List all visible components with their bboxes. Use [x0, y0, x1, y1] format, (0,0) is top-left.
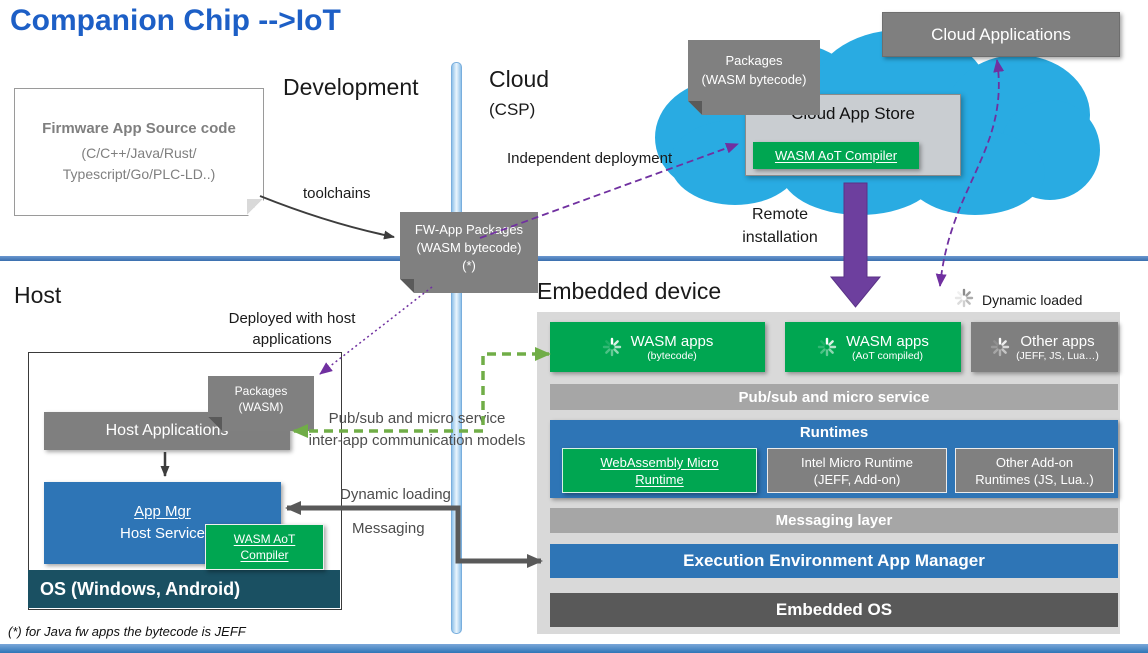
messaging-layer-bar: Messaging layer [550, 508, 1118, 533]
embedded-os-label: Embedded OS [775, 600, 893, 619]
wasm-apps-aot-title: WASM apps [846, 332, 929, 350]
host-os-label: OS (Windows, Android) [40, 578, 241, 599]
independent-deployment-label: Independent deployment [507, 150, 673, 167]
other-runtime-line1: Other Add-on [995, 454, 1074, 470]
fw-packages-line1: FW-App Packages [414, 222, 524, 237]
intel-micro-runtime-box: Intel Micro Runtime (JEFF, Add-on) [767, 448, 947, 493]
other-runtime-line2: Runtimes (JS, Lua..) [975, 471, 1094, 487]
fw-packages-line2: (WASM bytecode) [416, 240, 522, 255]
wamr-line2: Runtime [635, 471, 684, 487]
spinner-icon [954, 288, 974, 308]
intel-runtime-line2: (JEFF, Add-on) [813, 471, 901, 487]
spinner-icon [817, 337, 837, 357]
page-title: Companion Chip -->IoT [10, 4, 341, 37]
cloud-applications-label: Cloud Applications [931, 24, 1071, 44]
section-label-cloud: Cloud [489, 66, 550, 92]
host-packages-note: Packages (WASM) [208, 376, 314, 431]
other-apps-box: Other apps (JEFF, JS, Lua…) [971, 322, 1118, 372]
cloud-wasm-aot-compiler-box: WASM AoT Compiler [753, 142, 919, 169]
cloud-packages-line2: (WASM bytecode) [701, 72, 807, 87]
cloud-packages-note: Packages (WASM bytecode) [688, 40, 820, 115]
firmware-source-line2: (C/C++/Java/Rust/ [81, 144, 197, 161]
other-apps-title: Other apps [1020, 332, 1095, 350]
webassembly-micro-runtime-box: WebAssembly Micro Runtime [562, 448, 757, 493]
firmware-source-title: Firmware App Source code [42, 119, 236, 137]
host-compiler-line2: Compiler [240, 548, 289, 562]
cloud-wasm-aot-compiler-label: WASM AoT Compiler [774, 148, 898, 163]
host-applications-label: Host Applications [105, 422, 229, 439]
dynamic-loading-label: Dynamic loading [340, 486, 451, 503]
bottom-border-bar [0, 644, 1148, 653]
pubsub-service-bar: Pub/sub and micro service [550, 384, 1118, 410]
firmware-source-box: Firmware App Source code (C/C++/Java/Rus… [14, 88, 264, 216]
wasm-apps-bytecode-subtitle: (bytecode) [647, 349, 697, 362]
wasm-apps-bytecode-box: WASM apps (bytecode) [550, 322, 765, 372]
runtimes-title: Runtimes [799, 424, 869, 441]
section-label-host: Host [14, 282, 62, 308]
firmware-source-line3: Typescript/Go/PLC-LD..) [62, 165, 216, 182]
wasm-apps-bytecode-title: WASM apps [630, 332, 714, 350]
host-packages-line2: (WASM) [238, 400, 284, 414]
deployed-with-host-label: Deployed with host applications [212, 308, 372, 350]
messaging-label: Messaging [352, 520, 425, 537]
remote-line1: Remote [751, 206, 809, 223]
wasm-apps-aot-box: WASM apps (AoT compiled) [785, 322, 961, 372]
vertical-divider [451, 62, 462, 634]
host-group-box [28, 352, 342, 610]
cloud-applications-box: Cloud Applications [882, 12, 1120, 57]
host-packages-line1: Packages [234, 384, 288, 398]
intel-runtime-line1: Intel Micro Runtime [801, 454, 913, 470]
pubsub-service-label: Pub/sub and micro service [738, 388, 930, 406]
section-label-csp: (CSP) [489, 100, 536, 119]
remote-installation-label: Remote installation [730, 203, 830, 249]
wamr-line1: WebAssembly Micro [600, 454, 719, 470]
pubsub-models-line1: Pub/sub and micro service [328, 410, 506, 427]
other-apps-subtitle: (JEFF, JS, Lua…) [1016, 349, 1099, 362]
pubsub-models-label: Pub/sub and micro service inter-app comm… [297, 408, 537, 452]
messaging-layer-label: Messaging layer [775, 512, 893, 529]
section-label-embedded-device: Embedded device [537, 278, 722, 304]
remote-line2: installation [742, 229, 818, 246]
toolchains-arrow [259, 195, 395, 240]
pubsub-models-line2: inter-app communication models [308, 432, 526, 449]
dynamic-loaded-label: Dynamic loaded [982, 292, 1083, 308]
fw-packages-line3: (*) [462, 258, 476, 273]
spinner-icon [602, 337, 621, 357]
app-mgr-label: App Mgr [134, 503, 191, 520]
cloud-packages-line1: Packages [725, 53, 783, 68]
host-service-label: Host Service [119, 525, 206, 542]
spinner-icon [990, 337, 1010, 357]
host-os-bar: OS (Windows, Android) [28, 570, 340, 608]
fw-packages-note: FW-App Packages (WASM bytecode) (*) [400, 212, 538, 293]
embedded-os-bar: Embedded OS [550, 593, 1118, 627]
execution-environment-label: Execution Environment App Manager [683, 551, 985, 570]
cloud-app-store-title: Cloud App Store [791, 104, 915, 123]
wasm-apps-aot-subtitle: (AoT compiled) [852, 349, 923, 362]
footnote: (*) for Java fw apps the bytecode is JEF… [8, 624, 246, 639]
host-wasm-aot-compiler-box: WASM AoT Compiler [205, 524, 324, 570]
horizontal-divider [0, 256, 1148, 261]
execution-environment-bar: Execution Environment App Manager [550, 544, 1118, 578]
other-addon-runtimes-box: Other Add-on Runtimes (JS, Lua..) [955, 448, 1114, 493]
deployed-line2: applications [252, 331, 332, 348]
host-compiler-line1: WASM AoT [233, 532, 296, 546]
deployed-line1: Deployed with host [228, 310, 356, 327]
toolchains-label: toolchains [303, 185, 371, 202]
section-label-development: Development [283, 74, 419, 100]
